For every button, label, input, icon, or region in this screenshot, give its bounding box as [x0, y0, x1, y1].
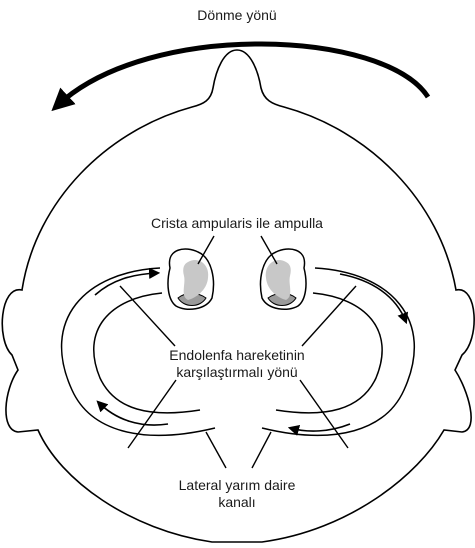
endolymph-flow-label-line1: Endolenfa hareketinin: [169, 347, 304, 363]
left-ampulla: [168, 249, 213, 309]
rotation-direction-label: Dönme yönü: [197, 7, 276, 23]
left-flow-arrow-top: [95, 273, 158, 295]
rotation-arrow: [58, 44, 428, 105]
right-ampulla: [261, 249, 306, 309]
crista-ampullaris-label: Crista ampularis ile ampulla: [151, 215, 323, 231]
head-outline: [2, 50, 474, 542]
right-flow-arrow-bottom: [290, 424, 350, 431]
right-flow-arrow-top: [340, 274, 406, 322]
lateral-canal-label-line2: kanalı: [218, 494, 255, 510]
lateral-canal-label-line1: Lateral yarım daire: [179, 477, 296, 493]
endolymph-flow-label-line2: karşılaştırmalı yönü: [176, 364, 297, 380]
